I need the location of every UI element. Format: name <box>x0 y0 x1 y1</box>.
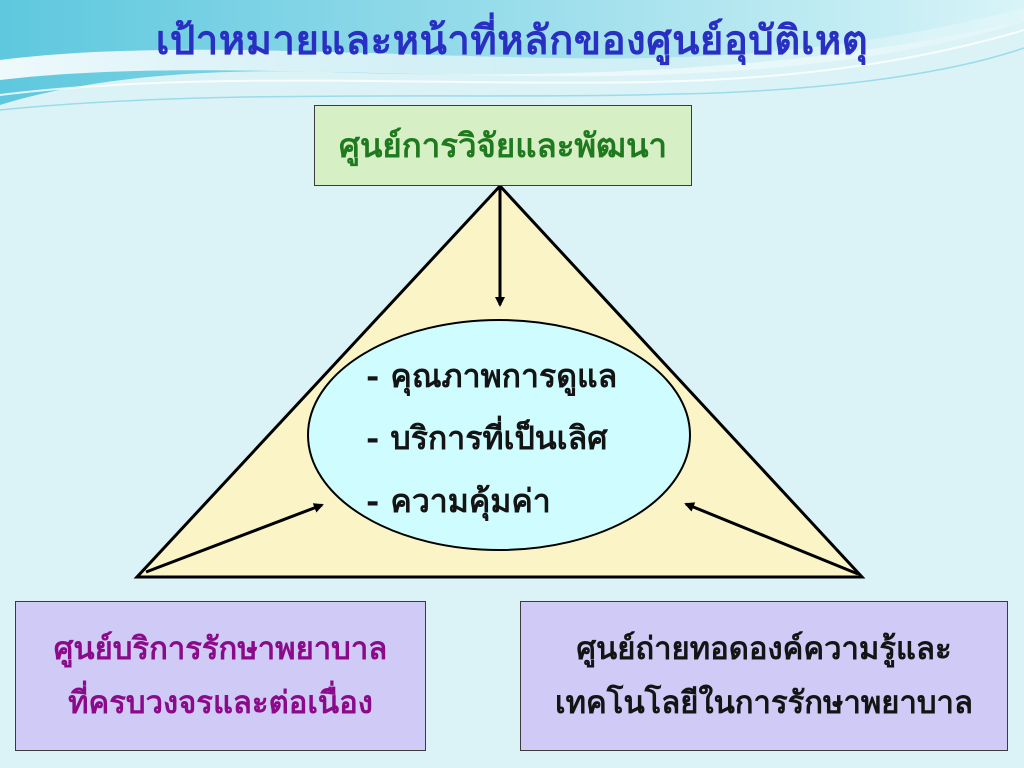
knowledge-transfer-line: ศูนย์ถ่ายทอดองค์ความรู้และ <box>576 630 952 667</box>
knowledge-transfer-line: เทคโนโลยีในการรักษาพยาบาล <box>555 685 973 721</box>
nursing-service-box: ศูนย์บริการรักษาพยาบาล ที่ครบวงจรและต่อเ… <box>15 601 426 751</box>
research-development-box: ศูนย์การวิจัยและพัฒนา <box>314 105 692 186</box>
nursing-service-line: ที่ครบวงจรและต่อเนื่อง <box>68 685 373 721</box>
arrow-left-to-center <box>145 503 324 574</box>
core-value-item: - บริการที่เป็นเลิศ <box>366 419 608 458</box>
header-wave-decoration <box>0 0 1024 111</box>
arrow-right-to-center <box>684 502 859 576</box>
core-value-item: - คุณภาพการดูแล <box>366 357 618 395</box>
knowledge-transfer-box: ศูนย์ถ่ายทอดองค์ความรู้และ เทคโนโลยีในกา… <box>520 601 1008 751</box>
slide-title: เป้าหมายและหน้าที่หลักของศูนย์อุบัติเหตุ <box>155 17 869 64</box>
research-development-label: ศูนย์การวิจัยและพัฒนา <box>338 126 668 165</box>
core-value-item: - ความคุ้มค่า <box>366 481 551 520</box>
core-values-ellipse <box>307 319 691 551</box>
core-values-list: - คุณภาพการดูแล - บริการที่เป็นเลิศ - คว… <box>366 345 686 532</box>
nursing-service-line: ศูนย์บริการรักษาพยาบาล <box>53 630 388 667</box>
